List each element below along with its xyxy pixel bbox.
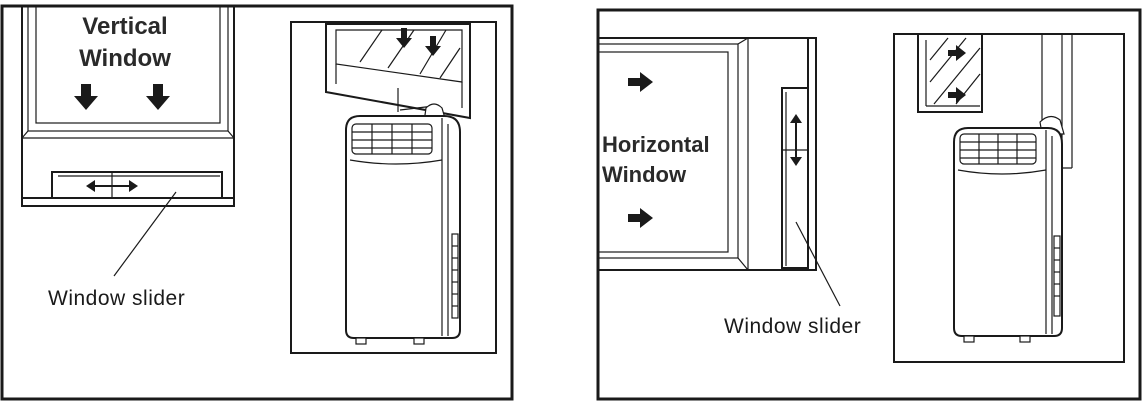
right-arrow-icon <box>948 87 966 103</box>
inset-horizontal-window <box>917 33 1073 169</box>
down-arrow-icon <box>146 84 170 110</box>
down-arrow-icon <box>74 84 98 110</box>
window-type-label-line1: Horizontal <box>602 132 710 157</box>
portable-air-conditioner <box>953 127 1063 343</box>
down-arrow-icon <box>396 28 412 48</box>
portable-air-conditioner <box>345 115 461 345</box>
right-arrow-icon <box>628 208 653 228</box>
window-type-label-line2: Window <box>602 162 687 187</box>
horizontal-double-arrow-icon <box>86 180 138 192</box>
window-slider <box>781 87 809 269</box>
right-arrow-icon <box>628 72 653 92</box>
down-arrow-icon <box>425 36 441 56</box>
vertical-double-arrow-icon <box>790 114 802 166</box>
window-slider-callout: Window slider <box>48 287 185 310</box>
horizontal-window-panel: Horizontal Window Window slider <box>596 8 1142 401</box>
window-type-label-line1: Vertical <box>82 13 167 40</box>
right-arrow-icon <box>948 45 966 61</box>
callout-leader-line <box>113 191 177 277</box>
window-slider-callout: Window slider <box>724 315 861 338</box>
window-slider <box>51 171 223 199</box>
callout-leader-line <box>795 221 841 307</box>
vertical-window-panel: Vertical Window Window slider <box>0 4 514 401</box>
window-type-label-line2: Window <box>79 45 171 72</box>
